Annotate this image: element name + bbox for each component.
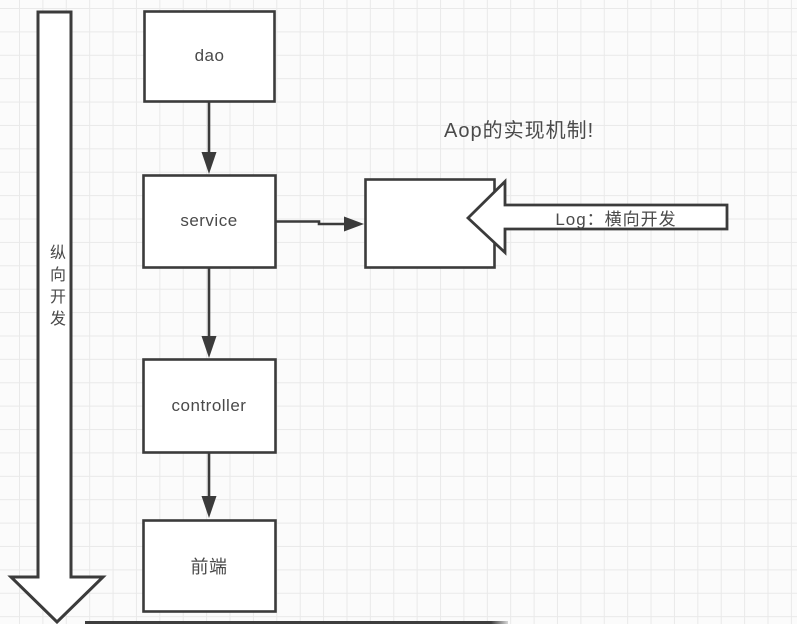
frontend-box	[142, 519, 277, 613]
connector-service-aop-arrowhead	[344, 216, 364, 232]
controller-box	[142, 358, 277, 454]
vertical-dev-arrow	[7, 10, 107, 624]
log-horizontal-dev-arrow	[465, 178, 729, 256]
service-box	[142, 174, 277, 269]
connector-controller-frontend-arrowhead	[201, 496, 217, 518]
connector-service-aop	[276, 220, 345, 226]
dao-box	[143, 10, 276, 103]
connector-service-controller-arrowhead	[201, 336, 217, 358]
connector-dao-service-arrowhead	[201, 152, 217, 174]
bottom-window-edge	[85, 621, 508, 624]
